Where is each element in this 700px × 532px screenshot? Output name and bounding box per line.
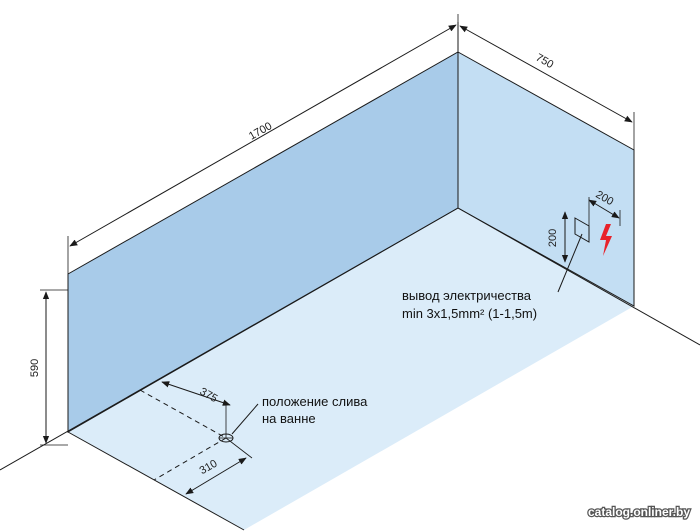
dimension-width: 750: [534, 52, 556, 71]
floor-plane: [68, 208, 634, 530]
drain-guide-dashed-1: [139, 389, 227, 439]
dimension-line-1700: [69, 24, 457, 247]
dimension-line-drain-a: [161, 381, 231, 406]
electric-outlet-box: [574, 217, 590, 243]
watermark: catalog.onliner.by: [588, 505, 690, 519]
drain-label-line1: положение слива: [262, 394, 368, 409]
electric-leader-line: [557, 233, 583, 293]
drain-leader-line: [231, 403, 259, 435]
dimension-length: 1700: [247, 120, 274, 143]
drain-guide-dashed-2: [153, 437, 227, 481]
drain-label-line2: на ванне: [262, 411, 316, 426]
electric-label-line1: вывод электричества: [402, 288, 532, 303]
floor-front-edge: [67, 431, 245, 531]
dimension-line-outlet-width: [588, 199, 620, 219]
dimension-outlet-height: 200: [547, 229, 559, 247]
dimension-line-drain-b: [185, 457, 247, 495]
lightning-icon: [600, 224, 612, 256]
floor-edge-right: [457, 207, 700, 346]
floor-edge-left: [0, 207, 459, 471]
dimension-height: 590: [29, 359, 41, 377]
electric-label-line2: min 3x1,5mm² (1-1,5m): [402, 306, 537, 321]
dimension-line-750: [459, 25, 633, 123]
